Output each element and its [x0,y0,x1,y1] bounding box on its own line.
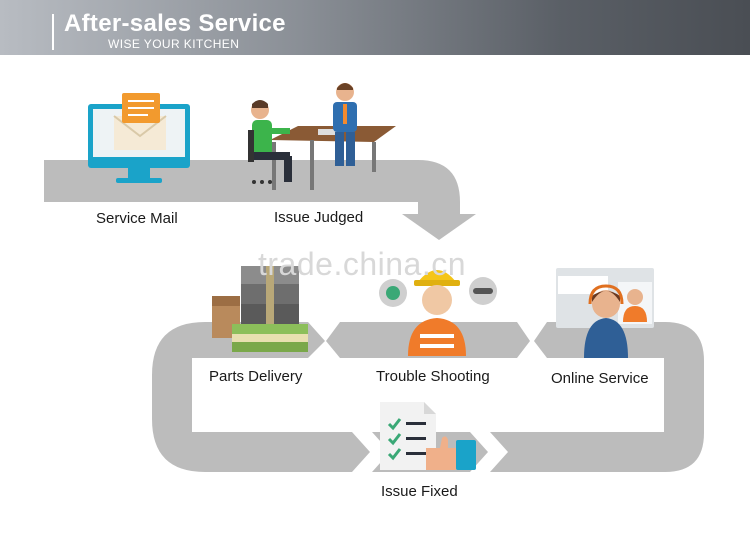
online-support-icon [556,268,654,358]
checklist-icon [380,402,476,470]
header-divider [52,14,54,50]
label-service-mail: Service Mail [96,210,178,227]
label-issue-fixed: Issue Fixed [381,483,458,500]
label-trouble-shooting: Trouble Shooting [376,368,490,385]
monitor-mail-icon [88,93,190,183]
label-online-service: Online Service [551,370,649,387]
down-arrow [402,214,476,240]
page-title: After-sales Service [64,10,286,37]
left-arrow-shape [308,322,340,358]
page-subtitle: WISE YOUR KITCHEN [108,37,240,51]
watermark: trade.china.cn [258,246,467,282]
right-arrow-shape [517,322,547,358]
label-issue-judged: Issue Judged [274,209,364,226]
worker-icon [379,270,497,356]
meeting-icon [248,83,396,190]
label-parts-delivery: Parts Delivery [209,368,303,385]
header-banner: After-sales Service WISE YOUR KITCHEN [0,0,750,55]
bottom-right-chevron [470,432,508,472]
parts-boxes-icon [212,266,308,352]
